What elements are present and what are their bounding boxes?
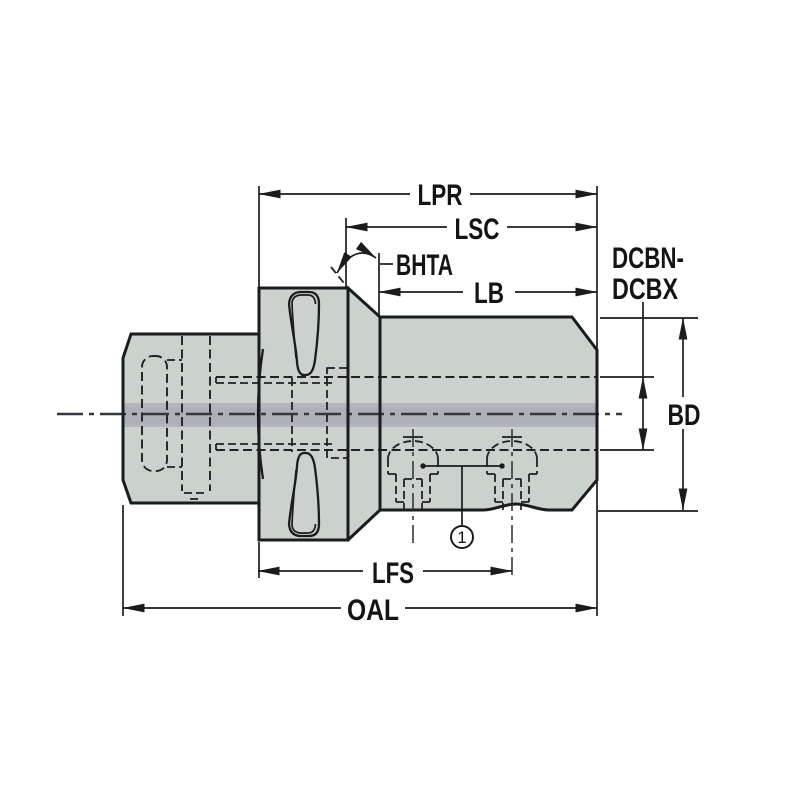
label-lpr: LPR (418, 179, 463, 212)
slot-bottom-outer (287, 451, 321, 538)
part-outlines (121, 286, 599, 542)
label-lsc: LSC (455, 213, 500, 246)
label-lb: LB (474, 277, 504, 310)
center-band-group (123, 403, 597, 427)
slot-bottom (287, 451, 321, 538)
callout-circle (450, 525, 474, 549)
ext-bhta-slant-dashed (330, 266, 349, 289)
label-bd: BD (668, 399, 701, 432)
mask-lsc (447, 214, 507, 239)
slot-top-inner (291, 294, 317, 359)
screw-hole-1 (387, 429, 439, 545)
body-outline (378, 315, 599, 512)
callout-dot-right (499, 463, 505, 469)
callout-dot-left (420, 463, 426, 469)
label-dcbn-line1: DCBN- (612, 242, 684, 275)
neck-taper-lines (346, 286, 382, 542)
label-dcbn-line2: DCBX (612, 273, 678, 306)
flange-slots (287, 290, 321, 538)
hole1-dome (387, 440, 439, 460)
callout-1: 1 (420, 463, 505, 549)
label-bhta: BHTA (396, 249, 453, 282)
flange-face-arc (256, 348, 265, 480)
dimension-text-masks (341, 181, 704, 621)
slot-bottom-inner (291, 469, 317, 534)
center-band-core (123, 408, 597, 424)
hole2-mouth-ticks (502, 503, 522, 510)
label-lfs: LFS (372, 557, 414, 590)
slot-top-outer (287, 290, 321, 377)
hole2-dome (486, 440, 538, 460)
mask-lb (463, 280, 515, 305)
shank-cavity-capsule (141, 355, 168, 472)
slot-top (287, 290, 321, 377)
callout-number: 1 (457, 528, 466, 547)
mask-lpr (410, 181, 470, 206)
dim-bhta-arc (336, 241, 377, 274)
extension-lines (122, 186, 698, 616)
mask-lfs (363, 557, 423, 584)
shank-hidden-detail (141, 336, 211, 500)
hole1-mouth-ticks (403, 503, 423, 510)
label-oal: OAL (347, 594, 399, 627)
mask-bd (663, 397, 704, 429)
dimension-labels: LPR LSC BHTA LB DCBN- DCBX BD LFS OAL (347, 179, 701, 627)
mask-oal (341, 594, 405, 621)
shank-outline (121, 332, 259, 505)
screw-hole-2 (486, 429, 538, 578)
